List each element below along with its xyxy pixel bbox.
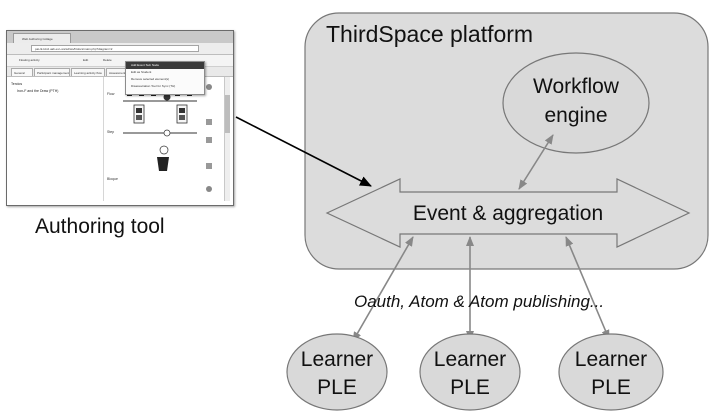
platform-label: ThirdSpace platform <box>326 21 533 47</box>
side-node <box>206 119 212 125</box>
context-menu-item: Remove selected element(s) <box>131 77 170 81</box>
learner-ple-node-2 <box>419 333 521 411</box>
toolbar-item: Delete <box>103 58 112 62</box>
lane-label: Step <box>107 130 114 134</box>
activity-icon <box>136 115 142 120</box>
learner3-event-arrow <box>565 236 610 340</box>
workflow-engine-label-line2: engine <box>544 104 607 127</box>
end-node <box>206 186 212 192</box>
browser-titlebar: Web Authoring Collage <box>7 31 233 43</box>
learner-ple-node-3 <box>558 333 664 411</box>
editor-tab: Assessment <box>106 68 126 76</box>
lane-label: Flow <box>107 92 115 96</box>
vertical-scrollbar <box>224 77 230 201</box>
learner-ple-3-line2: PLE <box>591 376 631 399</box>
learner-ple-1-line2: PLE <box>317 376 357 399</box>
activity-icon <box>179 108 185 113</box>
pool-node <box>157 157 169 171</box>
tree-item: Iron-F and the Draw (PTH) <box>17 89 59 93</box>
workflow-event-arrow <box>518 134 554 190</box>
side-node <box>206 137 212 143</box>
authoring-tool-screenshot: Web Authoring Collage pat-lk-ld-ld.uab.e… <box>6 30 234 206</box>
activity-tree: Tercios Iron-F and the Draw (PTH) <box>11 81 97 95</box>
editor-tab: General <box>11 68 33 76</box>
learner-ple-2-line1: Learner <box>434 348 506 371</box>
context-menu-item: Disassociation Tool for Sync (TH) <box>131 84 176 88</box>
flow-diagram: Flow Step Bloque <box>103 77 212 201</box>
editor-tab: Participant management <box>34 68 70 76</box>
join-node <box>163 129 171 137</box>
learner-ple-node-1 <box>286 333 388 411</box>
browser-tab: Web Authoring Collage <box>13 33 71 43</box>
workflow-engine-node <box>502 52 650 154</box>
toolbar-item: Floating activity <box>19 58 40 62</box>
toolbar-item: Edit <box>83 58 89 62</box>
activity-icon <box>136 108 142 113</box>
resource-node <box>159 145 169 155</box>
workflow-engine-label-line1: Workflow <box>533 75 620 98</box>
learner-ple-3-line1: Learner <box>575 348 647 371</box>
learner-ple-1-line1: Learner <box>301 348 373 371</box>
authoring-to-event-arrow <box>235 116 372 187</box>
side-node <box>206 84 212 90</box>
browser-url: pat-lk-ld-ld.uab.es/~ws/sd/ws/htdocs/mai… <box>31 45 199 52</box>
editor-tabs: General Participant management Learning … <box>7 67 233 77</box>
lane-label: Bloque <box>107 177 118 181</box>
activity-card <box>176 104 188 124</box>
editor-tab: Learning activity flow <box>71 68 105 76</box>
context-menu: Add Event Sub Node Edit as Student Remov… <box>125 61 205 95</box>
learner-ple-2-line2: PLE <box>450 376 490 399</box>
join-node <box>163 93 171 101</box>
context-menu-item: Edit as Student <box>131 70 152 74</box>
browser-urlbar: pat-lk-ld-ld.uab.es/~ws/sd/ws/htdocs/mai… <box>7 43 233 55</box>
activity-card <box>133 104 145 124</box>
scrollbar-thumb <box>225 95 230 133</box>
context-menu-item: Add Event Sub Node <box>126 62 204 69</box>
event-aggregation-label: Event & aggregation <box>413 202 603 225</box>
activity-icon <box>179 115 185 120</box>
tree-item: Tercios <box>11 82 23 86</box>
side-node <box>206 163 212 169</box>
learner1-event-arrow <box>352 236 414 342</box>
protocol-label: Oauth, Atom & Atom publishing... <box>354 292 604 311</box>
authoring-tool-label: Authoring tool <box>35 215 165 238</box>
